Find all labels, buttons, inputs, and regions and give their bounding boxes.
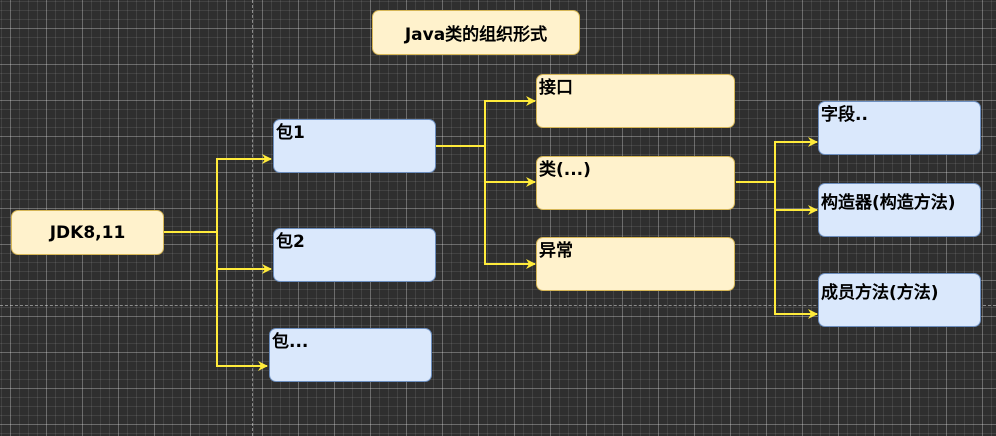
node-field[interactable]: 字段.. bbox=[818, 101, 981, 155]
edge-root-pkg3 bbox=[216, 269, 268, 371]
edge-root-pkg1 bbox=[164, 154, 272, 233]
node-package-1[interactable]: 包1 bbox=[273, 119, 436, 173]
edge-pkg1-interface bbox=[436, 96, 536, 147]
diagram-title[interactable]: Java类的组织形式 bbox=[372, 10, 580, 55]
node-package-1-text: 包1 bbox=[276, 123, 305, 143]
node-package-2[interactable]: 包2 bbox=[273, 228, 436, 282]
node-class-text: 类(...) bbox=[539, 160, 591, 180]
node-method-text: 成员方法(方法) bbox=[821, 283, 939, 303]
node-field-text: 字段.. bbox=[821, 105, 868, 125]
node-constructor-text: 构造器(构造方法) bbox=[821, 193, 956, 213]
node-interface-text: 接口 bbox=[539, 78, 573, 98]
node-package-more-text: 包... bbox=[272, 332, 309, 352]
node-exception[interactable]: 异常 bbox=[536, 237, 735, 291]
page-break-horizontal bbox=[0, 305, 996, 306]
edge-class-method bbox=[774, 210, 818, 319]
node-root-text: JDK8,11 bbox=[49, 222, 126, 243]
edge-root-pkg2 bbox=[216, 232, 272, 274]
edge-class-constructor bbox=[774, 182, 818, 215]
node-package-2-text: 包2 bbox=[276, 232, 305, 252]
node-package-more[interactable]: 包... bbox=[269, 328, 432, 382]
node-method[interactable]: 成员方法(方法) bbox=[818, 273, 981, 327]
page-break-vertical bbox=[252, 0, 253, 436]
diagram-title-text: Java类的组织形式 bbox=[404, 25, 548, 45]
node-constructor[interactable]: 构造器(构造方法) bbox=[818, 183, 981, 237]
node-class[interactable]: 类(...) bbox=[536, 156, 735, 210]
node-root-jdk[interactable]: JDK8,11 bbox=[11, 210, 164, 255]
node-exception-text: 异常 bbox=[539, 241, 573, 261]
edge-pkg1-class bbox=[484, 146, 536, 187]
edge-pkg1-exception bbox=[484, 182, 536, 269]
node-interface[interactable]: 接口 bbox=[536, 74, 735, 128]
edge-class-field bbox=[736, 137, 818, 183]
